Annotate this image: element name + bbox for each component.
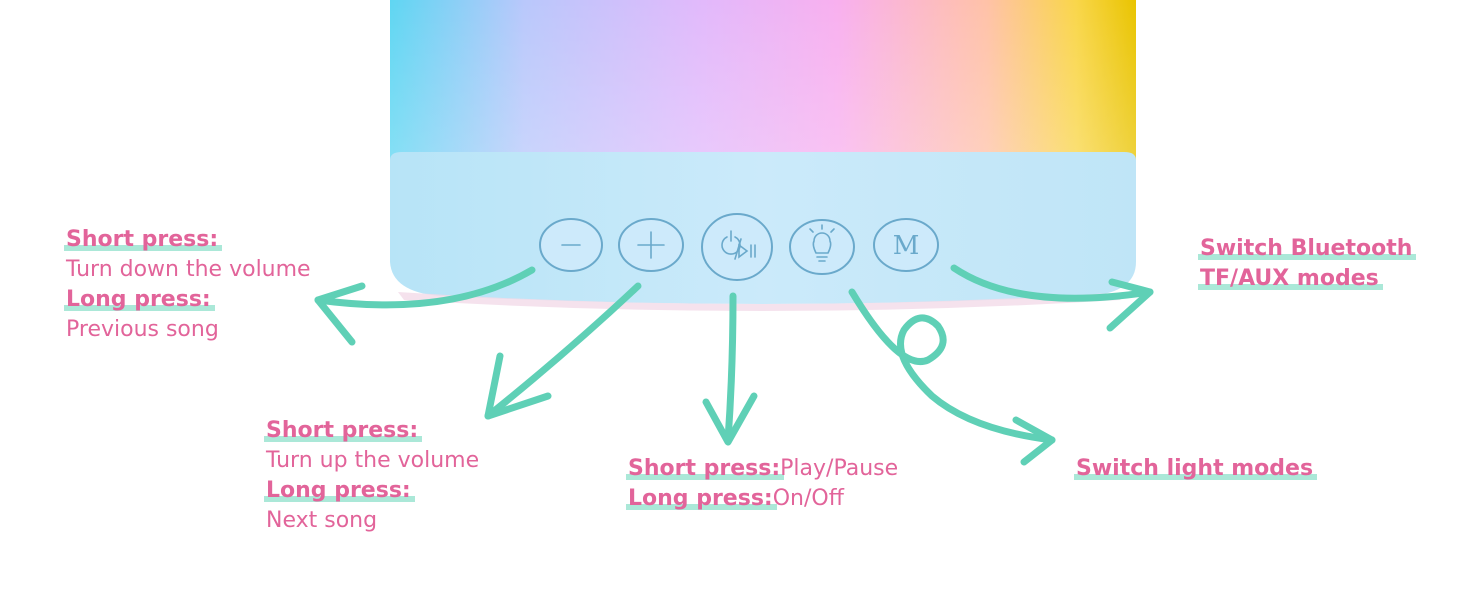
power-play-pause-icon <box>721 230 756 260</box>
arrow-light <box>848 288 1056 444</box>
long-press-text: Next song <box>266 508 378 533</box>
long-press-title: Long press: <box>264 476 415 506</box>
long-press-text: Previous song <box>66 317 219 342</box>
mode-m-icon: M <box>893 231 920 261</box>
arrow-volume-down <box>314 266 536 309</box>
plus-icon <box>637 231 665 259</box>
short-press-text: Turn up the volume <box>266 448 480 473</box>
short-press-title: Short press: <box>63 225 223 255</box>
label-light-modes: Switch light modes <box>1073 454 1318 484</box>
arrow-volume-up-head <box>484 352 552 420</box>
svg-text:M: M <box>893 231 920 261</box>
arrow-mode-head <box>1106 278 1154 332</box>
volume-up-button[interactable] <box>618 218 684 272</box>
arrow-play <box>724 292 737 444</box>
arrow-light-head <box>1012 416 1056 466</box>
short-press-text: Play/Pause <box>780 456 899 481</box>
short-press-title: Short press: <box>625 454 785 484</box>
short-press-text: Turn down the volume <box>66 257 311 282</box>
arrow-play-head <box>702 392 758 446</box>
long-press-text: On/Off <box>772 486 844 511</box>
arrows <box>314 264 1154 466</box>
long-press-title: Long press: <box>64 285 215 315</box>
short-press-title: Short press: <box>263 416 423 446</box>
mode-line-2: TF/AUX modes <box>1198 264 1383 294</box>
label-volume-up: Short press: Turn up the volume Long pre… <box>263 416 480 536</box>
mode-line-1: Switch Bluetooth <box>1197 234 1417 264</box>
label-play-pause: Short press:Play/Pause Long press:On/Off <box>625 454 899 514</box>
arrow-mode <box>950 264 1154 302</box>
light-mode-button[interactable] <box>789 219 855 275</box>
label-mode-switch: Switch Bluetooth TF/AUX modes <box>1197 234 1417 294</box>
arrow-volume-up <box>484 282 642 420</box>
arrow-volume-down-head <box>314 282 366 346</box>
mode-button[interactable]: M <box>873 218 939 272</box>
speaker-light-body <box>390 0 1136 172</box>
light-modes-title: Switch light modes <box>1073 454 1318 484</box>
long-press-title: Long press: <box>626 484 777 514</box>
volume-down-button[interactable] <box>539 218 603 272</box>
play-pause-power-button[interactable] <box>701 213 773 281</box>
lightbulb-icon <box>809 224 835 262</box>
label-volume-down: Short press: Turn down the volume Long p… <box>63 225 311 345</box>
